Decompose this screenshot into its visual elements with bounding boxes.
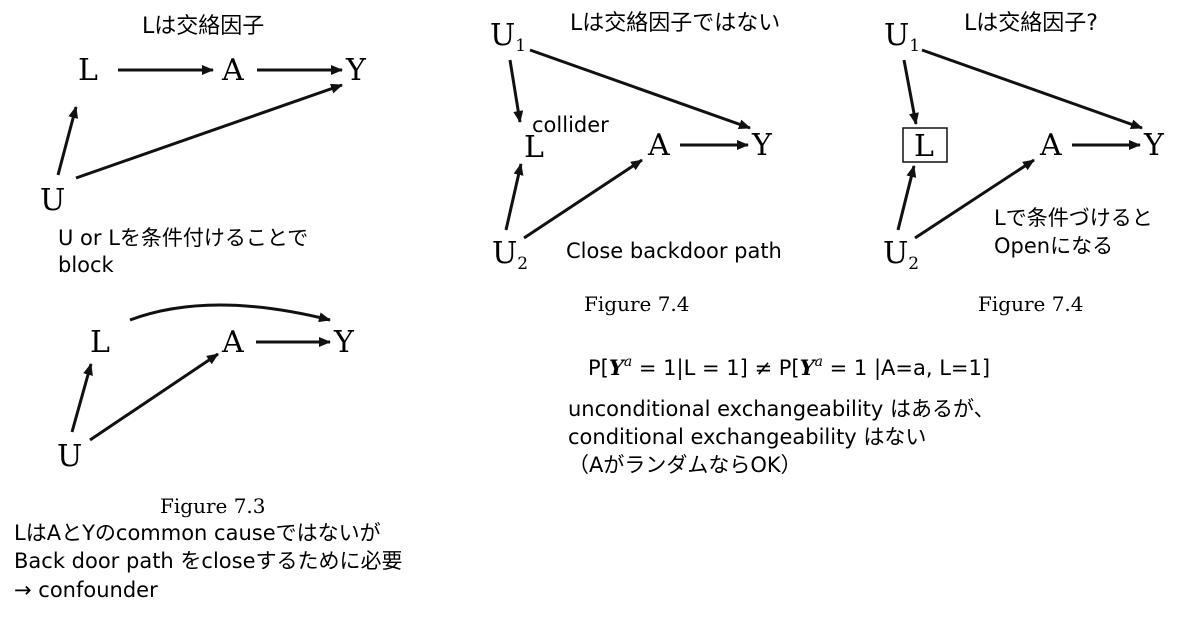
diagram-4-note-line2: Openになる xyxy=(994,234,1113,258)
formula: P[Ya = 1|L = 1] ≠ P[Ya = 1 |A=a, L=1] xyxy=(588,354,990,381)
edge-U-Y xyxy=(75,83,343,180)
node-U2: U2 xyxy=(883,236,919,274)
edge-U2-A xyxy=(523,158,643,240)
diagram-2-note-line3: → confounder xyxy=(14,578,158,602)
edge-U-A xyxy=(89,352,219,442)
node-U2: U2 xyxy=(492,236,528,274)
node-U1: U1 xyxy=(490,18,526,56)
node-U: U xyxy=(40,183,65,218)
edge-U2-L xyxy=(896,165,917,231)
diagram-2: L A Y U Figure 7.3 LはAとYのcommon causeではな… xyxy=(14,303,403,602)
node-A: A xyxy=(221,53,244,88)
diagram-4: Lは交絡因子? U1 L A Y U2 Lで条件づけると Openになる Fig… xyxy=(883,11,1165,316)
edge-U-L xyxy=(56,106,79,176)
edge-U-L xyxy=(70,363,93,433)
node-L: L xyxy=(90,325,110,360)
edge-U2-A xyxy=(914,158,1035,240)
diagram-1-note-line2: block xyxy=(58,253,115,277)
diagram-3: Lは交絡因子ではない U1 collider L A Y U2 Close ba… xyxy=(490,11,782,316)
conditioning-box xyxy=(902,127,948,163)
node-Y: Y xyxy=(333,325,355,360)
edge-U1-Y xyxy=(921,48,1143,130)
figure-caption: Figure 7.3 xyxy=(160,494,266,518)
exchangeability-line2: conditional exchangeability はない xyxy=(568,425,926,449)
node-Y: Y xyxy=(1143,128,1165,163)
node-Y: Y xyxy=(345,53,367,88)
diagram-1-title: Lは交絡因子 xyxy=(142,14,264,39)
close-path-note: Close backdoor path xyxy=(566,239,782,263)
figure-caption: Figure 7.4 xyxy=(584,292,690,316)
node-L: L xyxy=(78,53,98,88)
node-A: A xyxy=(647,128,670,163)
edge-U1-Y xyxy=(529,48,751,130)
edge-L-Y-curved xyxy=(129,303,331,323)
edge-U1-L xyxy=(902,59,919,125)
diagram-1: Lは交絡因子 L A Y U U or Lを条件付けることで block xyxy=(40,14,367,277)
node-U1: U1 xyxy=(884,18,920,56)
node-A: A xyxy=(221,325,244,360)
node-collider-label: collider xyxy=(532,113,609,137)
node-L: L xyxy=(914,129,934,164)
diagram-2-note-line2: Back door path をcloseするために必要 xyxy=(14,549,403,573)
diagram-4-note-line1: Lで条件づけると xyxy=(994,206,1153,230)
node-U: U xyxy=(57,439,82,474)
diagram-1-note-line1: U or Lを条件付けることで xyxy=(58,226,308,250)
exchangeability-notes: P[Ya = 1|L = 1] ≠ P[Ya = 1 |A=a, L=1] un… xyxy=(568,354,995,477)
figure-caption: Figure 7.4 xyxy=(978,292,1084,316)
diagram-2-note-line1: LはAとYのcommon causeではないが xyxy=(14,521,381,545)
diagram-3-title: Lは交絡因子ではない xyxy=(570,11,780,36)
edge-U1-L xyxy=(508,59,524,123)
diagram-4-title: Lは交絡因子? xyxy=(964,11,1098,36)
exchangeability-line1: unconditional exchangeability はあるが、 xyxy=(568,397,995,421)
edge-U2-L xyxy=(504,163,524,231)
node-Y: Y xyxy=(751,128,773,163)
exchangeability-line3: （Aがランダムなら​OK） xyxy=(568,453,802,477)
node-A: A xyxy=(1039,128,1062,163)
node-L: L xyxy=(524,130,544,165)
